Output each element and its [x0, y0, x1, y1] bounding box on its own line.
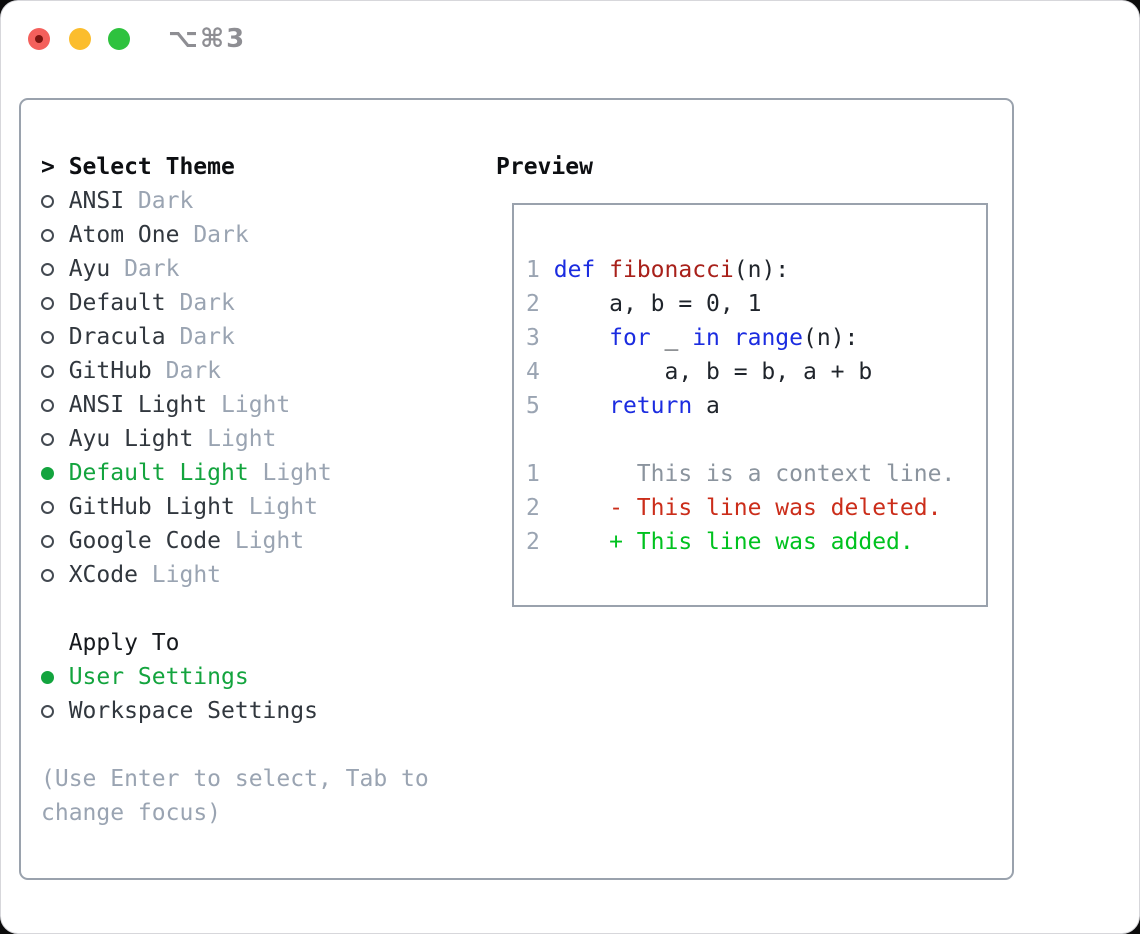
radio-circle-icon — [41, 524, 69, 558]
code-line: 4 a, b = b, a + b — [526, 359, 873, 385]
select-theme-header: > Select Theme — [41, 150, 486, 184]
diff-context-line: 1 This is a context line. — [526, 461, 956, 487]
select-theme-title: Select Theme — [68, 154, 235, 180]
apply-to-header: Apply To — [41, 626, 486, 660]
zoom-button[interactable] — [108, 28, 130, 50]
keyboard-hint: (Use Enter to select, Tab to change focu… — [41, 766, 443, 826]
code-line: 1 def fibonacci(n): — [526, 257, 790, 283]
radio-circle-icon — [41, 354, 69, 388]
radio-circle-selected-icon — [41, 660, 69, 694]
diff-deleted-line: 2 - This line was deleted. — [526, 495, 942, 521]
radio-circle-icon — [41, 218, 69, 252]
close-button[interactable] — [28, 28, 50, 50]
preview-title: Preview — [496, 154, 593, 180]
cursor-icon: > — [41, 154, 55, 180]
radio-circle-icon — [41, 422, 69, 456]
apply-option-user-settings[interactable]: User Settings — [41, 660, 486, 694]
titlebar: ⌥⌘3 — [1, 1, 1139, 77]
radio-circle-icon — [41, 252, 69, 286]
radio-circle-icon — [41, 184, 69, 218]
preview-pane: 1 def fibonacci(n): 2 a, b = 0, 1 3 for _ … — [512, 203, 988, 607]
radio-circle-icon — [41, 286, 69, 320]
diff-added-line: 2 + This line was added. — [526, 529, 914, 555]
radio-circle-icon — [41, 694, 69, 728]
minimize-button[interactable] — [69, 28, 91, 50]
window-title: ⌥⌘3 — [168, 24, 247, 54]
unsaved-dot-icon — [35, 35, 43, 43]
radio-circle-selected-icon — [41, 456, 69, 490]
code-line: 3 for _ in range(n): — [526, 325, 859, 351]
radio-circle-icon — [41, 490, 69, 524]
apply-to-title: Apply To — [68, 630, 180, 656]
preview-code: 1 def fibonacci(n): 2 a, b = 0, 1 3 for _ … — [514, 205, 986, 559]
apply-option-workspace-settings[interactable]: Workspace Settings — [41, 694, 486, 728]
code-line: 5 return a — [526, 393, 720, 419]
radio-circle-icon — [41, 320, 69, 354]
radio-circle-icon — [41, 558, 69, 592]
code-line: 2 a, b = 0, 1 — [526, 291, 762, 317]
radio-circle-icon — [41, 388, 69, 422]
